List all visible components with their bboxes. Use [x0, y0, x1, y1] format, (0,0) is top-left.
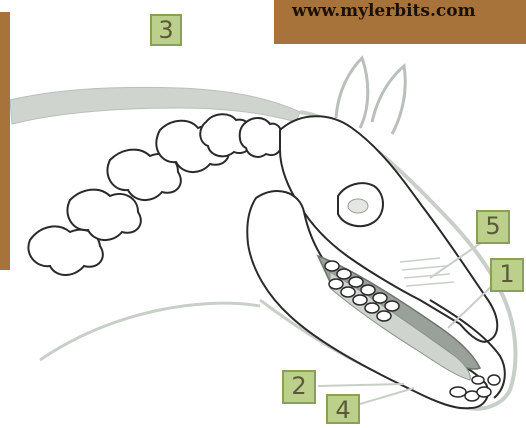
pointer-4 — [360, 388, 414, 404]
label-3: 3 — [150, 14, 182, 46]
ear-left — [336, 58, 368, 128]
label-1: 1 — [490, 258, 524, 292]
ear-right — [372, 66, 405, 134]
pointer-2 — [318, 384, 404, 386]
label-5: 5 — [476, 210, 510, 244]
neck-lower-line — [40, 303, 260, 360]
label-2: 2 — [282, 370, 316, 404]
label-4: 4 — [326, 394, 360, 424]
watermark-text: www.mylerbits.com — [292, 1, 476, 21]
left-brand-bar — [0, 12, 10, 270]
vertebrae — [28, 114, 281, 275]
eye — [348, 199, 368, 213]
